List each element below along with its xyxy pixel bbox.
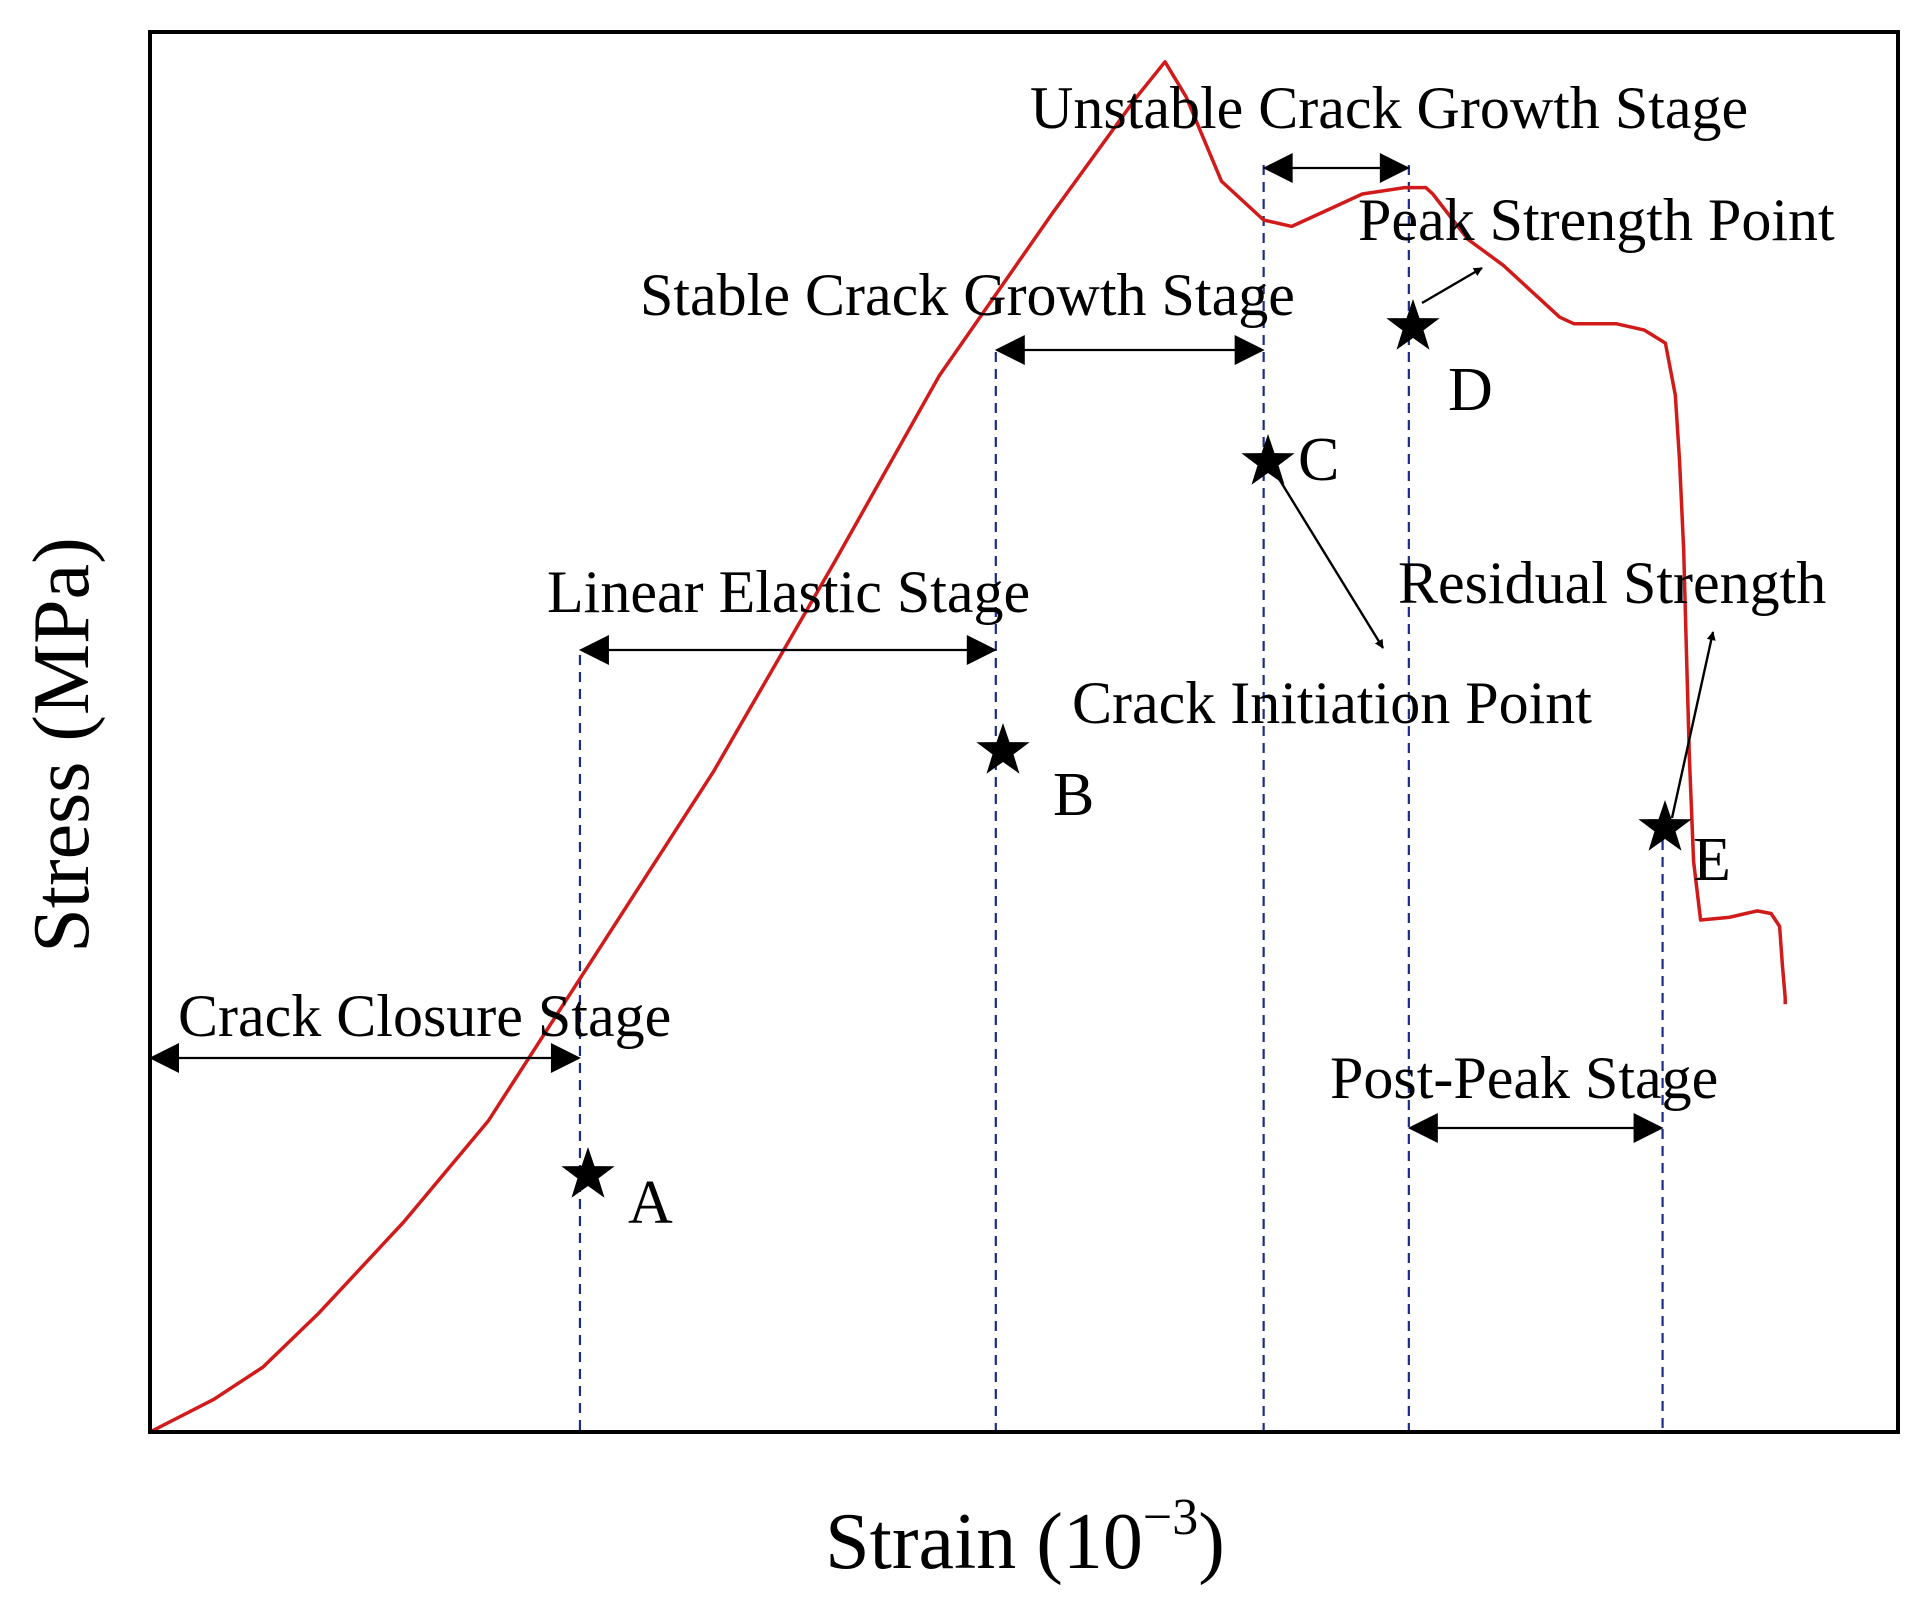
stage-span-arrows	[149, 153, 1664, 1143]
stage-label-unstable-crack-growth: Unstable Crack Growth Stage	[1030, 75, 1748, 141]
stage-label-linear-elastic: Linear Elastic Stage	[547, 559, 1030, 625]
point-label-b: B	[1053, 761, 1094, 829]
plot-frame	[148, 30, 1900, 1434]
key-point-markers	[561, 299, 1692, 1198]
stage-label-stable-crack-growth: Stable Crack Growth Stage	[640, 262, 1295, 328]
annotation-arrow	[1670, 631, 1716, 819]
x-axis-title-exponent: −3	[1143, 1489, 1198, 1546]
x-axis-title: Strain (10−3)	[825, 1489, 1225, 1586]
point-label-e: E	[1693, 826, 1731, 894]
stress-strain-curve	[149, 60, 1787, 1434]
annotation-arrows	[1274, 266, 1716, 819]
point-star-marker	[1638, 800, 1692, 851]
point-star-marker	[1386, 299, 1440, 350]
point-star-marker	[976, 723, 1030, 774]
point-star-marker	[1241, 434, 1295, 485]
annotation-crack-initiation: Crack Initiation Point	[1072, 670, 1592, 736]
x-axis-title-close: )	[1198, 1498, 1225, 1586]
annotation-residual-strength: Residual Strength	[1398, 550, 1826, 616]
point-label-a: A	[628, 1169, 673, 1237]
stage-label-crack-closure: Crack Closure Stage	[178, 983, 671, 1049]
annotation-arrow	[1421, 266, 1483, 305]
annotation-peak-strength: Peak Strength Point	[1358, 187, 1835, 253]
annotation-arrow	[1274, 473, 1385, 649]
stage-boundary-lines	[578, 165, 1664, 1432]
point-label-c: C	[1298, 426, 1339, 494]
y-axis-title: Stress (MPa)	[18, 537, 106, 953]
stage-label-post-peak: Post-Peak Stage	[1330, 1045, 1718, 1111]
point-star-marker	[561, 1147, 615, 1198]
x-axis-title-main: Strain (10	[825, 1498, 1143, 1586]
point-label-d: D	[1448, 356, 1493, 424]
